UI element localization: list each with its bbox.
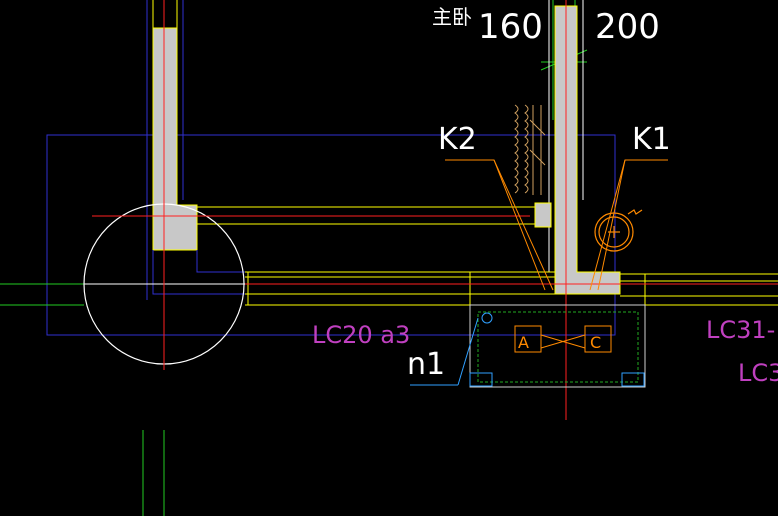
beam-lines xyxy=(197,206,778,306)
tag-k1-label: K1 xyxy=(632,122,671,157)
leader-lines xyxy=(445,159,668,291)
k2-plate xyxy=(534,202,552,228)
room-name-label: 主卧 xyxy=(432,5,472,29)
left-wall-blue-lines xyxy=(146,0,245,300)
box-c-label: C xyxy=(590,333,601,352)
k2-hatch-detail xyxy=(514,104,546,195)
node-n1-label: n1 xyxy=(407,347,445,382)
left-wall-side-lines xyxy=(152,0,178,28)
dimension-left-label: 160 xyxy=(478,7,543,47)
blue-boundary-rect xyxy=(46,134,616,336)
lintel-right-bottom-label: LC3 xyxy=(738,359,778,387)
dimension-right-label: 200 xyxy=(595,7,660,47)
equipment-box xyxy=(410,304,646,388)
lintel-left-label: LC20 a3 xyxy=(312,321,410,349)
lintel-right-top-label: LC31- xyxy=(706,316,775,344)
left-wall-fill xyxy=(152,27,198,251)
tag-k2-label: K2 xyxy=(438,122,477,157)
box-a-label: A xyxy=(518,333,529,352)
red-axis-lines xyxy=(92,0,778,420)
